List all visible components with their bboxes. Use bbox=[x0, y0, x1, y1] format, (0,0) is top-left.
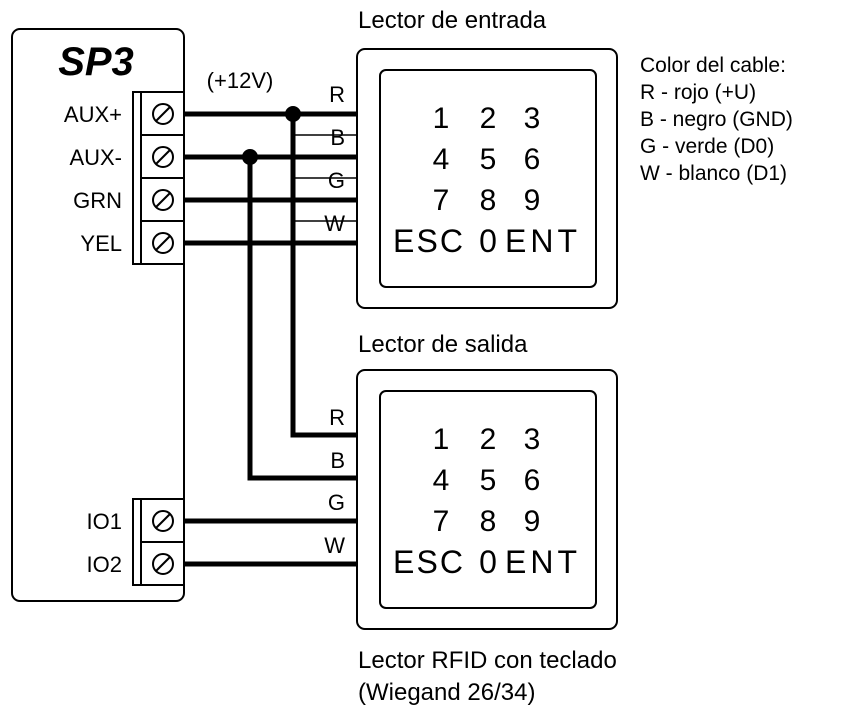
wire-letter-b-entry: B bbox=[330, 125, 345, 150]
keypad-key: 5 bbox=[480, 143, 497, 176]
terminal-label-io1: IO1 bbox=[87, 509, 122, 534]
terminal-label-aux-minus: AUX- bbox=[69, 145, 122, 170]
keypad-key: 5 bbox=[480, 464, 497, 497]
reader-title-exit: Lector de salida bbox=[358, 331, 528, 358]
wire-b-exit bbox=[247, 157, 357, 481]
reader-title-entry: Lector de entrada bbox=[358, 7, 547, 34]
wire-letter-g-exit: G bbox=[328, 490, 345, 515]
keypad-key: 6 bbox=[524, 464, 541, 497]
keypad-key: 2 bbox=[480, 102, 497, 135]
keypad-key: 3 bbox=[524, 423, 541, 456]
legend-item-w: W - blanco (D1) bbox=[640, 162, 787, 185]
legend-item-r: R - rojo (+U) bbox=[640, 81, 756, 104]
keypad-key: 8 bbox=[480, 505, 497, 538]
wire-letter-b-exit: B bbox=[330, 448, 345, 473]
terminal-screw-icon-slot bbox=[155, 192, 171, 208]
keypad-key: ENT bbox=[505, 223, 577, 259]
keypad-key: 1 bbox=[433, 102, 450, 135]
wire-letter-w-entry: W bbox=[324, 211, 345, 236]
wire-letter-g-entry: G bbox=[328, 168, 345, 193]
keypad-key: ENT bbox=[505, 544, 577, 580]
terminal-screw-icon-slot bbox=[155, 106, 171, 122]
wire-label-separators bbox=[293, 134, 357, 222]
terminal-label-grn: GRN bbox=[73, 188, 122, 213]
keypad-key: 3 bbox=[524, 102, 541, 135]
keypad-key: 4 bbox=[433, 143, 450, 176]
keypad-key: ESC bbox=[393, 544, 463, 580]
keypad-key: 2 bbox=[480, 423, 497, 456]
keypad-key: 7 bbox=[433, 505, 450, 538]
reader-exit bbox=[356, 369, 618, 630]
keypad-key: 6 bbox=[524, 143, 541, 176]
footer-line-1: Lector RFID con teclado bbox=[358, 647, 617, 674]
keypad-key: ESC bbox=[393, 223, 463, 259]
keypad-key: 7 bbox=[433, 184, 450, 217]
terminal-screw-icon-slot bbox=[155, 556, 171, 572]
legend-item-b: B - negro (GND) bbox=[640, 108, 793, 131]
keypad-key: 9 bbox=[524, 184, 541, 217]
reader-entry bbox=[356, 48, 618, 309]
wire-letter-r-exit: R bbox=[329, 405, 345, 430]
cable-color-legend: Color del cable: R - rojo (+U) B - negro… bbox=[640, 54, 793, 185]
terminal-screw-icon-slot bbox=[155, 513, 171, 529]
keypad-key: 0 bbox=[479, 544, 497, 580]
keypad-key: 9 bbox=[524, 505, 541, 538]
wire-r-exit bbox=[290, 114, 357, 438]
keypad-key: 1 bbox=[433, 423, 450, 456]
keypad-key: 8 bbox=[480, 184, 497, 217]
junction-dot-plus bbox=[285, 106, 301, 122]
terminal-label-io2: IO2 bbox=[87, 552, 122, 577]
keypad-key: 4 bbox=[433, 464, 450, 497]
terminal-label-aux-plus: AUX+ bbox=[64, 102, 122, 127]
wire-letter-r-entry: R bbox=[329, 82, 345, 107]
wire-letter-w-exit: W bbox=[324, 533, 345, 558]
terminal-screw-icon-slot bbox=[155, 149, 171, 165]
terminal-label-yel: YEL bbox=[80, 231, 122, 256]
legend-title: Color del cable: bbox=[640, 54, 786, 77]
footer-line-2: (Wiegand 26/34) bbox=[358, 679, 535, 706]
controller-title: SP3 bbox=[58, 40, 134, 84]
legend-item-g: G - verde (D0) bbox=[640, 135, 774, 158]
terminal-screw-icon-slot bbox=[155, 235, 171, 251]
supply-voltage-label: (+12V) bbox=[207, 68, 274, 93]
keypad-key: 0 bbox=[479, 223, 497, 259]
junction-dot-gnd bbox=[242, 149, 258, 165]
